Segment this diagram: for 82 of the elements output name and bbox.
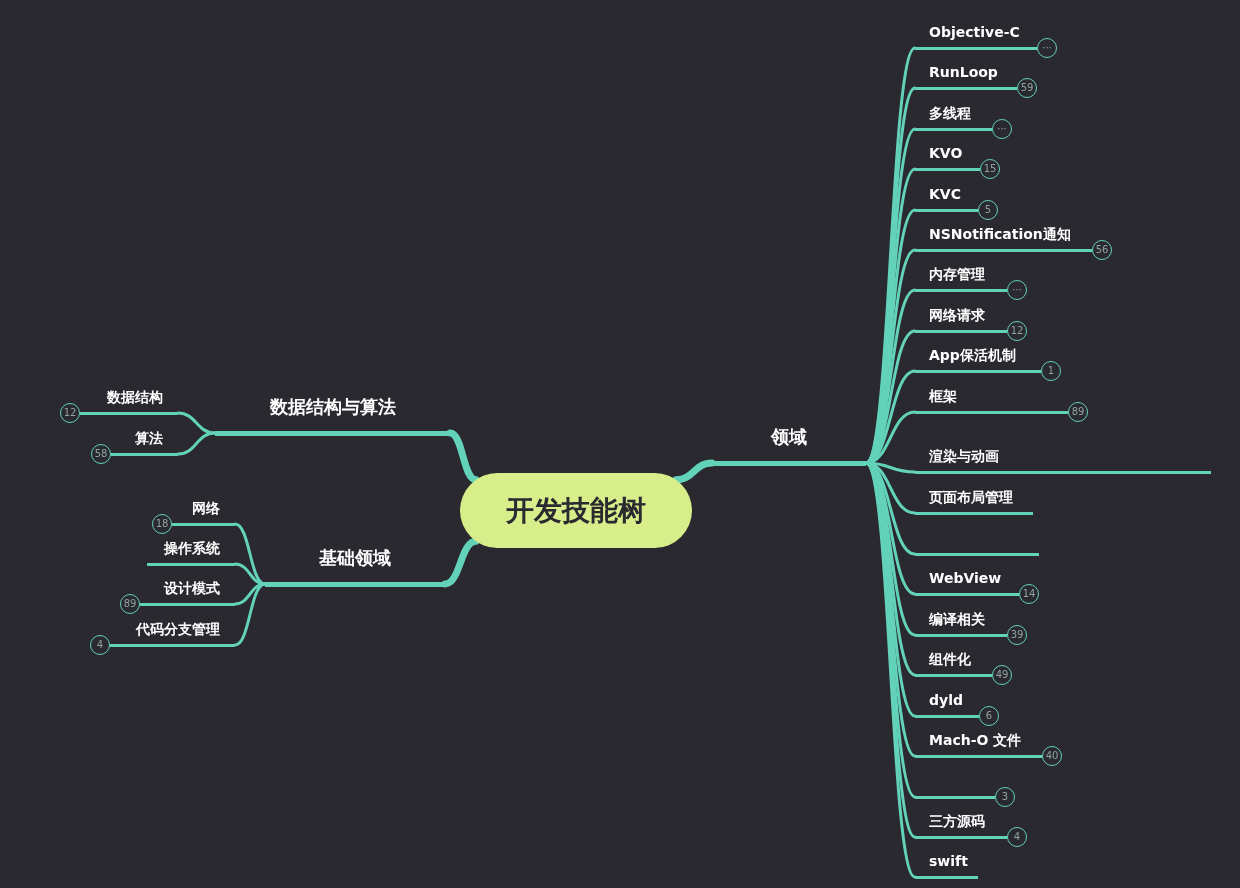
topic-label: 开发技能树 [506,492,646,529]
topic-label: swift [929,851,969,870]
topic-label: 网络 [191,498,220,517]
subtopic [915,305,1007,333]
subtopic [80,387,178,415]
subtopic [915,103,992,131]
branch-badge: 59 [1017,78,1037,98]
topic-label: 领域 [769,425,808,448]
subtopic [915,609,1007,637]
topic-label: 算法 [134,428,163,447]
topic-label: 多线程 [929,103,972,122]
branch-badge: 14 [1019,584,1039,604]
branch-badge: ··· [1007,280,1027,300]
topic-label: 渲染与动画 [929,446,1000,465]
branch-badge: 12 [60,403,80,423]
branch-badge: ··· [992,119,1012,139]
main-branch-topic [265,546,445,587]
branch-connector [446,429,480,484]
topic-label: Objective-C [929,22,1021,41]
branch-badge: 49 [992,665,1012,685]
topic-label: 设计模式 [162,578,220,597]
branch-badge: 58 [91,444,111,464]
subtopic [915,446,1211,474]
topic-label: 页面布局管理 [929,487,1014,506]
branch-badge: 12 [1007,321,1027,341]
topic-label: Mach-O 文件 [929,730,1023,749]
subtopic [172,498,235,526]
subtopic [915,730,1042,758]
branch-badge: 6 [979,706,999,726]
subtopic [110,619,235,647]
subtopic [915,264,1007,292]
branch-connector [672,459,716,484]
branch-badge: ··· [1037,38,1057,58]
branch-badge: 89 [1068,402,1088,422]
branch-badge: 1 [1041,361,1061,381]
branch-badge: 5 [978,200,998,220]
topic-label: 编译相关 [929,609,986,628]
subtopic [915,345,1041,373]
branch-badge: 15 [980,159,1000,179]
branch-connector [176,431,217,456]
topic-label: 框架 [929,386,958,405]
subtopic [111,428,178,456]
topic-label: WebView [929,568,1003,587]
topic-label: 组件化 [929,649,972,668]
branch-connector [233,562,267,586]
topic-label: 内存管理 [929,264,986,283]
topic-underline [915,795,995,799]
branch-connector [441,537,480,588]
branch-connector [233,582,267,647]
topic-label: KVC [929,184,962,203]
branch-badge: 18 [152,514,172,534]
branch-badge: 4 [90,635,110,655]
topic-label: dyld [929,690,964,709]
main-branch-topic [215,395,450,436]
branch-badge: 39 [1007,625,1027,645]
branch-badge: 89 [120,594,140,614]
main-branch-topic [712,425,866,466]
topic-underline [915,552,1039,556]
topic-label: 数据结构 [106,387,163,406]
topic-label: App保活机制 [929,345,1017,364]
branch-badge: 40 [1042,746,1062,766]
subtopic [147,538,235,566]
subtopic [140,578,235,606]
subtopic [915,811,1007,839]
topic-label: 三方源码 [929,811,986,830]
topic-label: RunLoop [929,62,999,81]
topic-label: KVO [929,143,964,162]
topic-label: 基础领域 [318,546,392,569]
topic-label: NSNotification通知 [929,224,1072,243]
topic-label: 数据结构与算法 [268,395,397,418]
subtopic [915,386,1068,414]
subtopic [915,649,992,677]
subtopic [915,224,1092,252]
subtopic [915,487,1033,515]
branch-connector [176,411,217,435]
branch-badge: 4 [1007,827,1027,847]
branch-badge: 3 [995,787,1015,807]
branch-badge: 56 [1092,240,1112,260]
topic-label: 操作系统 [163,538,220,557]
topic-label: 代码分支管理 [134,619,220,638]
topic-label: 网络请求 [929,305,986,324]
central-topic [460,473,692,548]
